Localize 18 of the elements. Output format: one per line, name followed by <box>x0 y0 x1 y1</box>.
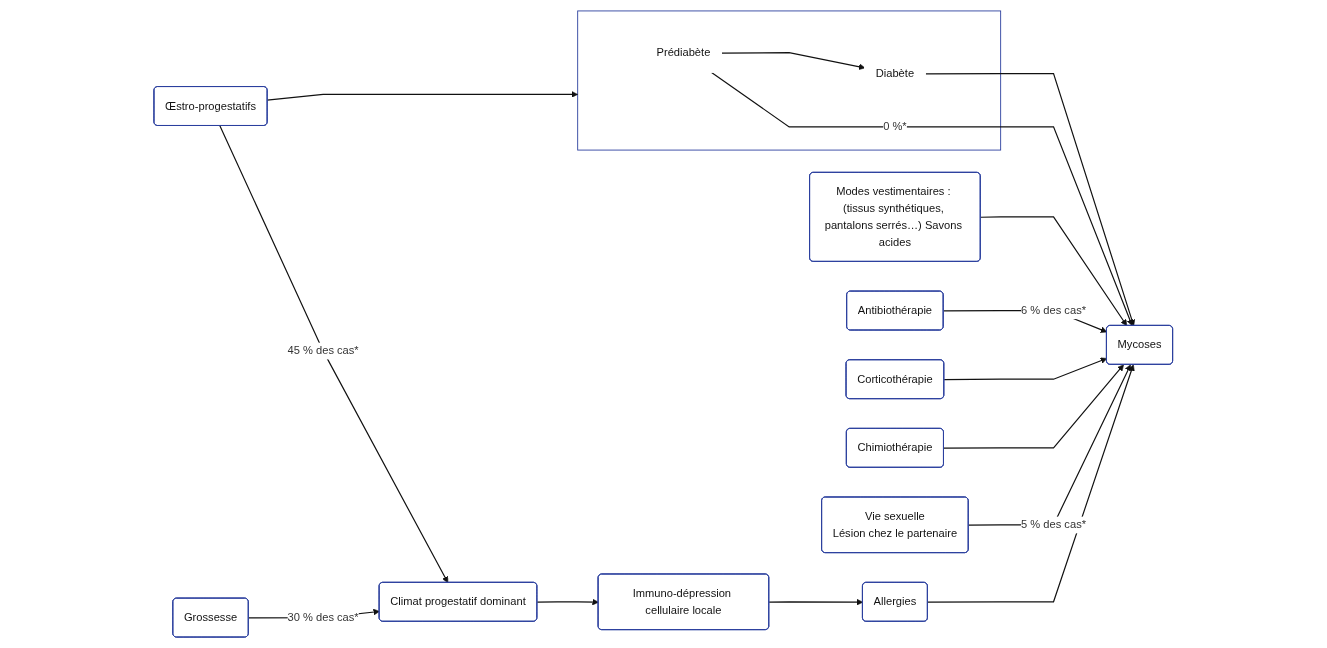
cluster <box>577 10 1002 151</box>
edge-label: 45 % des cas* <box>287 344 359 357</box>
node-text: Diabète <box>875 66 915 80</box>
arrow <box>711 71 1134 327</box>
edge-label: 0 %* <box>883 120 907 133</box>
arrow <box>721 52 866 70</box>
node-text: Prédiabète <box>656 45 711 59</box>
arrow <box>943 357 1108 381</box>
arrow <box>266 91 579 101</box>
arrow <box>943 364 1125 449</box>
arrow <box>925 72 1136 327</box>
edge-label: 30 % des cas* <box>287 610 359 624</box>
arrow <box>980 216 1128 327</box>
arrow <box>219 125 449 583</box>
edge-label: 5 % des cas* <box>1021 517 1087 531</box>
arrow <box>768 598 864 606</box>
arrow <box>536 598 599 606</box>
edge-label: 6 % des cas* <box>1021 303 1087 317</box>
